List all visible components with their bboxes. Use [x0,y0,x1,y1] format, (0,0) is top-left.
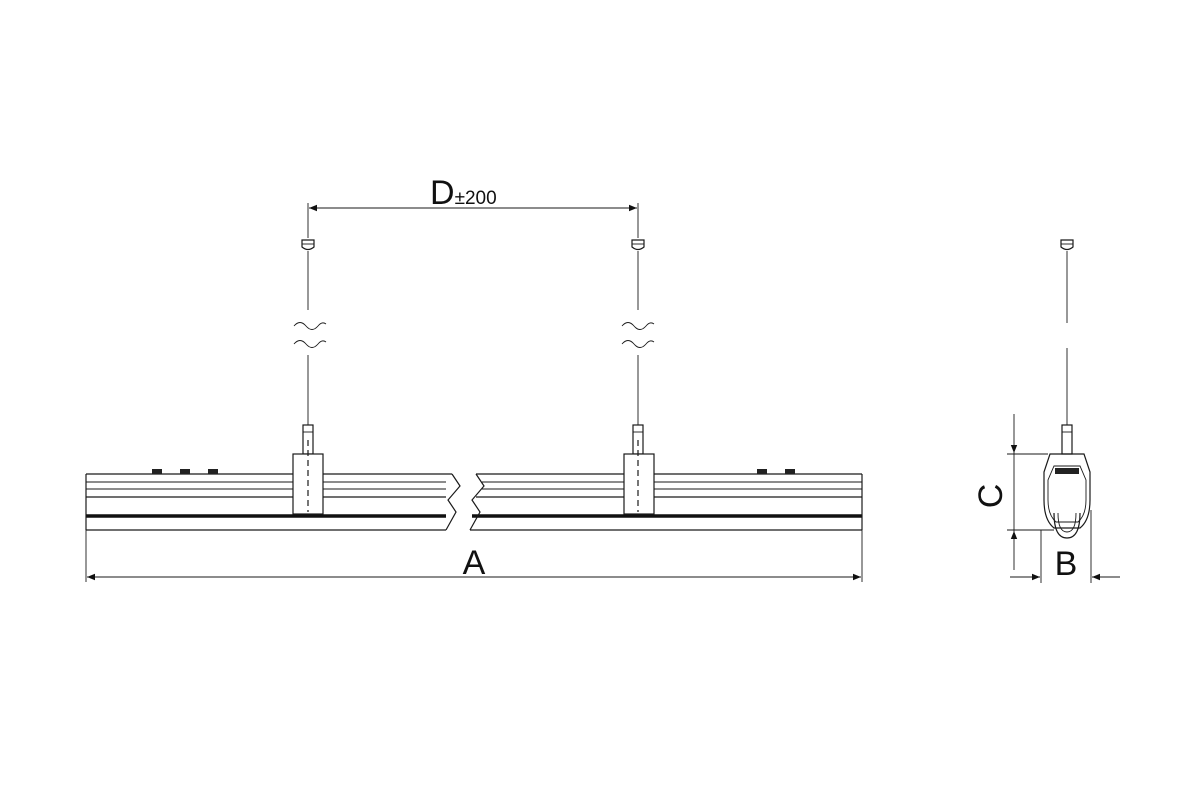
dimension-b: B [1010,510,1120,583]
dimension-c: C [972,414,1054,570]
dimension-a-label: A [463,544,486,582]
break-symbol [445,473,485,531]
end-view: C B [972,239,1120,583]
dimension-d: D±200 [307,174,639,238]
fixture-body-right [470,473,863,531]
dimension-b-label: B [1055,545,1078,583]
fixture-body-left [85,473,452,531]
suspension-right [621,239,655,515]
end-view-suspension [1060,239,1074,455]
dimension-a: A [85,530,863,582]
dimension-d-label: D±200 [430,174,497,212]
mounting-screws [152,469,795,474]
profile-cross-section [1043,453,1091,539]
side-view: D±200 A [85,174,863,582]
dimension-c-label: C [972,484,1010,509]
suspension-left [292,239,327,515]
